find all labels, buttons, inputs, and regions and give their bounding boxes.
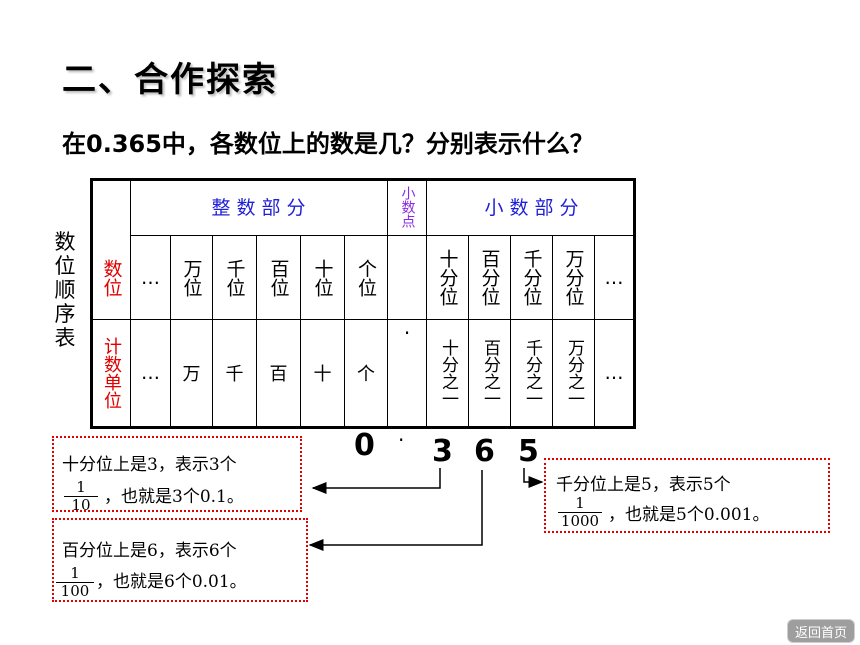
divider <box>212 235 213 429</box>
hundredths-fraction: 1 100 <box>56 565 94 600</box>
unit-hundredth: 百分之一 <box>480 339 500 407</box>
digit-5: 5 <box>518 434 539 469</box>
fraction-numerator: 1 <box>70 564 80 582</box>
position-tenths: 十分位 <box>436 249 459 306</box>
thousandths-fraction: 1 1000 <box>558 495 602 530</box>
fraction-numerator: 1 <box>575 494 585 512</box>
home-button[interactable]: 返回首页 <box>788 620 854 642</box>
tenths-line: 十分位上是3，表示3个 <box>62 455 237 475</box>
row-label-unit: 计数单位 <box>101 337 122 409</box>
tenths-fraction: 1 10 <box>64 479 98 514</box>
divider <box>468 235 469 429</box>
page-title: 二、合作探索 <box>62 60 278 100</box>
decimal-point-header: 小数点 <box>399 185 416 228</box>
integer-part-header: 整 数 部 分 <box>211 197 306 219</box>
divider <box>170 235 171 429</box>
divider <box>300 235 301 429</box>
digit-6: 6 <box>474 434 495 469</box>
place-value-table: 整 数 部 分 小数点 小 数 部 分 数位 计数单位 … 万位 千位 百位 十… <box>90 178 636 429</box>
divider <box>552 235 553 429</box>
position-hundredths: 百分位 <box>478 249 501 306</box>
fraction-denominator: 100 <box>60 582 90 600</box>
digit-3: 3 <box>432 434 453 469</box>
divider <box>256 235 257 429</box>
unit-ten-thousandth: 万分之一 <box>564 339 584 407</box>
position-bai: 百位 <box>267 258 290 297</box>
tenths-explanation-box: 十分位上是3，表示3个 1 10 ，也就是3个0.1。 <box>52 436 302 514</box>
divider <box>90 319 636 320</box>
thousandths-line: ，也就是5个0.001。 <box>608 505 770 525</box>
hundredths-explanation-box: 百分位上是6，表示6个 1 100 ，也就是6个0.01。 <box>52 518 308 602</box>
divider <box>130 235 636 236</box>
digit-0: 0 <box>354 428 375 463</box>
unit-bai: 百 <box>269 364 288 385</box>
position-ge: 个位 <box>355 258 377 297</box>
thousandths-explanation-box: 千分位上是5，表示5个 1 1000 ，也就是5个0.001。 <box>544 458 830 533</box>
unit-shi: 十 <box>313 364 332 385</box>
unit-thousandth: 千分之一 <box>522 339 542 407</box>
divider <box>594 235 595 429</box>
decimal-part-header: 小 数 部 分 <box>484 197 579 219</box>
fraction-bar <box>558 512 602 513</box>
position-shi: 十位 <box>311 258 334 297</box>
position-ten-thousandths: 万分位 <box>562 249 585 306</box>
position-thousandths: 千分位 <box>520 249 543 306</box>
position-qian: 千位 <box>223 258 246 297</box>
decimal-point-cell: · <box>403 320 411 345</box>
fraction-numerator: 1 <box>76 478 86 496</box>
ellipsis-left: … <box>141 266 160 289</box>
decimal-point: · <box>398 428 405 452</box>
row-label-position: 数位 <box>100 258 123 297</box>
table-border <box>90 178 636 429</box>
unit-wan: 万 <box>182 364 201 385</box>
divider <box>426 178 427 429</box>
tenths-line: ，也就是3个0.1。 <box>104 487 244 507</box>
unit-tenth: 十分之一 <box>438 339 458 407</box>
fraction-denominator: 1000 <box>560 512 600 530</box>
hundredths-line: ，也就是6个0.01。 <box>96 572 247 592</box>
fraction-bar <box>56 582 94 583</box>
unit-ge: 个 <box>357 364 375 385</box>
question-text: 在0.365中，各数位上的数是几？分别表示什么？ <box>62 130 594 158</box>
hundredths-line: 百分位上是6，表示6个 <box>62 541 237 561</box>
position-wan: 万位 <box>180 258 203 297</box>
divider <box>387 178 388 429</box>
divider <box>344 235 345 429</box>
divider <box>130 178 131 429</box>
fraction-denominator: 10 <box>71 496 91 514</box>
ellipsis-right: … <box>604 362 624 384</box>
ellipsis-right: … <box>604 266 624 289</box>
side-label: 数位顺序表 <box>54 230 76 350</box>
divider <box>510 235 511 429</box>
unit-qian: 千 <box>225 364 244 385</box>
fraction-bar <box>64 496 98 497</box>
ellipsis-left: … <box>141 362 160 384</box>
thousandths-line: 千分位上是5，表示5个 <box>556 475 731 495</box>
